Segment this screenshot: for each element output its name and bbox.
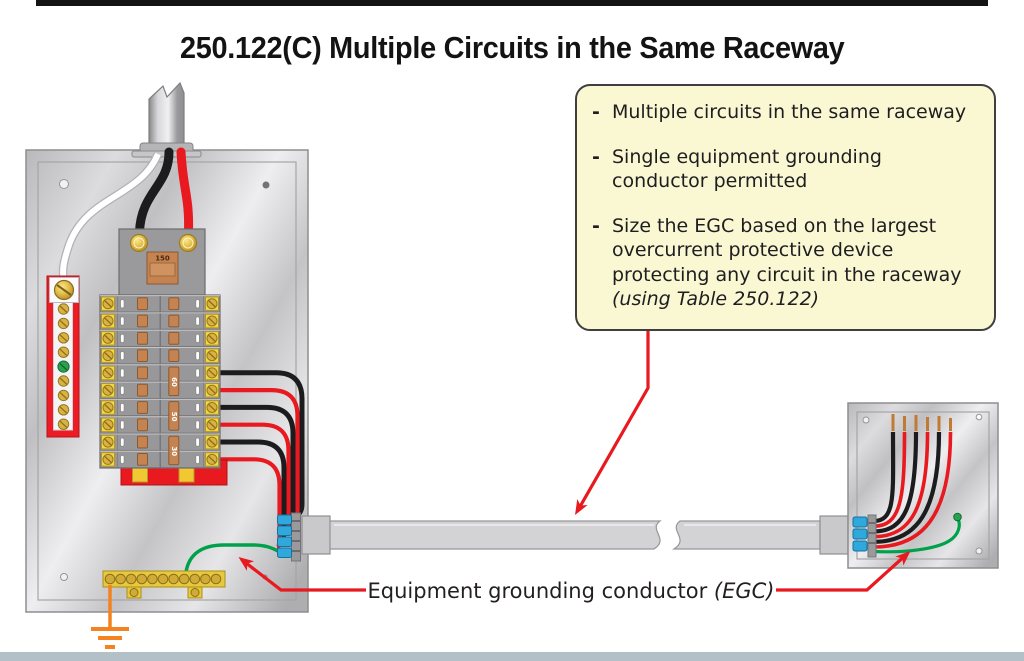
breaker-rating-30: 30 <box>170 446 178 456</box>
service-conduit <box>131 81 202 158</box>
bus-terminal-screws <box>57 303 70 430</box>
arrowhead-icon <box>238 557 255 571</box>
mounting-hole <box>60 573 68 581</box>
junction-box-wires <box>873 414 953 549</box>
mounting-hole <box>862 416 870 424</box>
breaker-rating-60: 60 <box>170 377 178 387</box>
arrowhead-icon <box>895 551 911 566</box>
top-rule <box>36 0 988 6</box>
cable-clamps-panel <box>277 512 301 562</box>
arrowhead-icon <box>575 499 588 515</box>
note-bullet: - Size the EGC based on the largest over… <box>589 214 970 312</box>
raceway <box>301 515 849 555</box>
egc-pointer-right <box>776 551 911 592</box>
ground-symbol-icon <box>91 585 129 649</box>
ground-bus <box>102 570 226 599</box>
junction-box <box>847 402 999 569</box>
egc-wire-junction-box <box>873 518 961 554</box>
note-bullet-text: Single equipment grounding conductor per… <box>612 145 882 193</box>
branch-breakers: 60 50 30 <box>99 294 228 486</box>
bottom-rule <box>0 652 1024 661</box>
main-breaker-rating: 150 <box>155 255 170 263</box>
note-bullet-reference: (using Table 250.122) <box>612 288 820 310</box>
bullet-dash: - <box>592 145 600 168</box>
figure-title: 250.122(C) Multiple Circuits in the Same… <box>179 29 845 65</box>
main-breaker: 150 <box>118 228 206 296</box>
red-service-wire <box>176 147 194 237</box>
note-bullet: - Single equipment grounding conductor p… <box>589 145 970 194</box>
black-service-wire <box>135 147 174 237</box>
neutral-bus <box>46 275 80 438</box>
note-bullet-text: Size the EGC based on the largest overcu… <box>612 214 970 312</box>
bare-copper-tips <box>891 414 952 431</box>
breaker-rating-50: 50 <box>170 412 178 422</box>
note-box: - Multiple circuits in the same raceway … <box>575 84 996 331</box>
bullet-dash: - <box>592 214 600 237</box>
mounting-hole <box>59 179 69 189</box>
mounting-hole <box>975 547 983 555</box>
mounting-hole <box>262 181 270 189</box>
note-bullet: - Multiple circuits in the same raceway <box>589 100 970 125</box>
note-bullet-text: Multiple circuits in the same raceway <box>612 101 967 123</box>
mounting-hole <box>975 413 983 421</box>
egc-wire-panel <box>184 543 279 573</box>
service-panel: 150 60 50 30 <box>25 81 309 649</box>
note-pointer-arrow <box>575 331 650 515</box>
bullet-dash: - <box>592 101 600 123</box>
egc-label: Equipment grounding conductor (EGC) <box>367 579 775 603</box>
egc-terminal-screw <box>953 512 962 522</box>
cable-clamps-junction-box <box>852 514 877 558</box>
ground-bus-screws <box>104 573 222 585</box>
egc-pointer-left <box>238 557 366 592</box>
